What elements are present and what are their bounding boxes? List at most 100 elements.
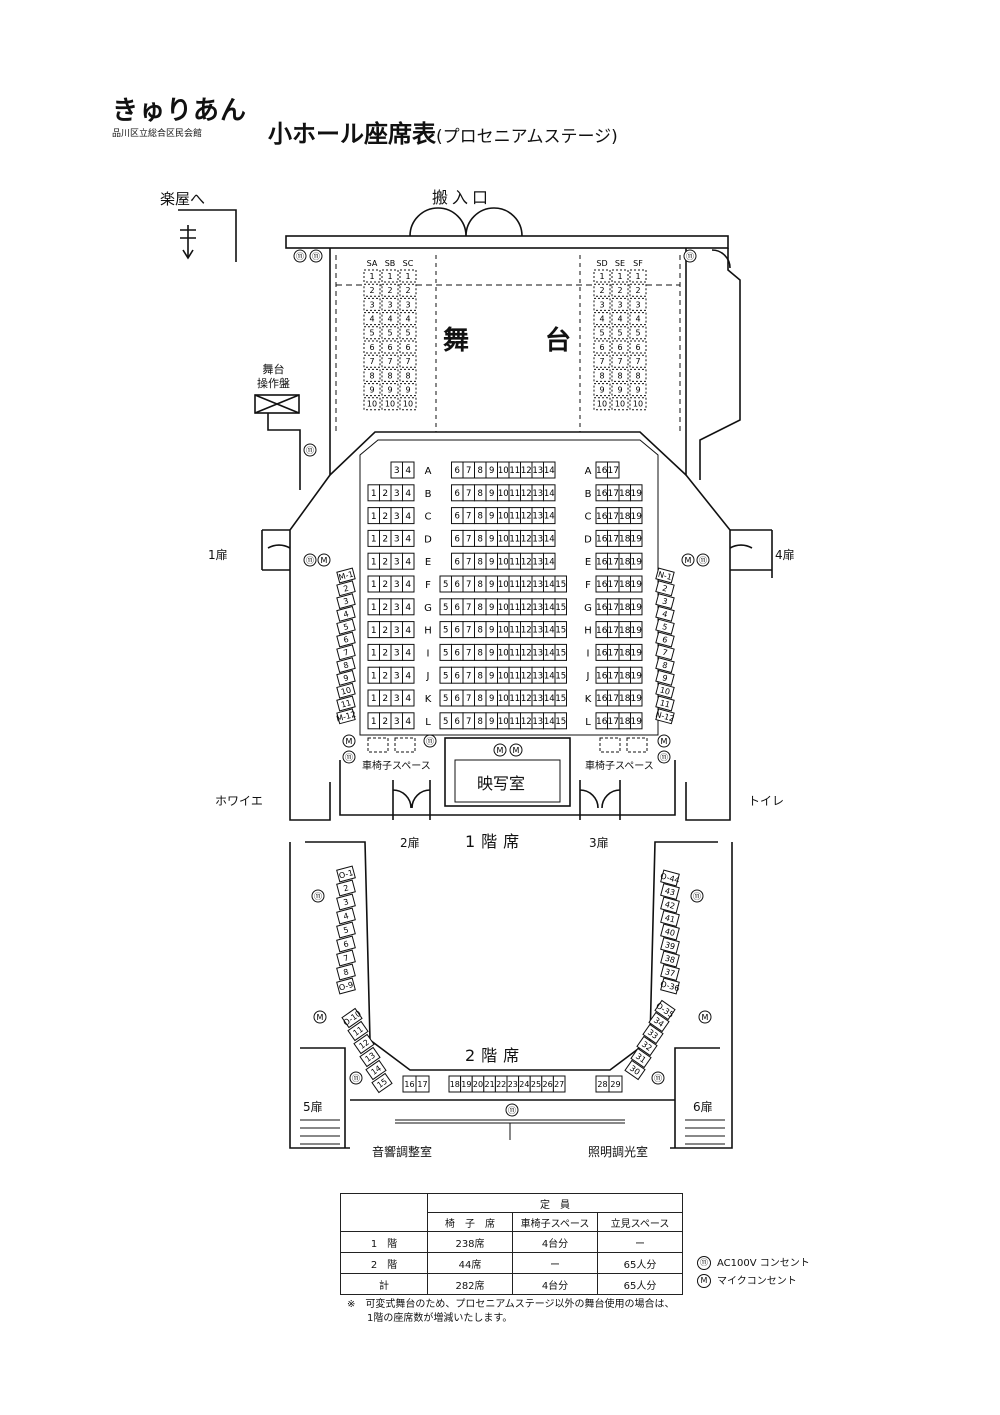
seat: 4 <box>402 666 415 684</box>
svg-text:6: 6 <box>405 343 410 352</box>
balcony-seat: 40 <box>660 923 680 941</box>
seat: 7 <box>462 643 475 661</box>
side-seat: 11 <box>655 695 675 712</box>
svg-text:19: 19 <box>631 717 643 727</box>
svg-text:5: 5 <box>661 622 668 632</box>
stage-seat: 2 <box>363 283 381 297</box>
ac-outlet-icon: ⑪ <box>349 1071 363 1085</box>
seat: 15 <box>554 689 567 707</box>
svg-text:8: 8 <box>405 371 410 380</box>
table-row: 1 階 238席 4台分 ー <box>340 1231 683 1253</box>
svg-text:⑪: ⑪ <box>686 252 694 261</box>
svg-text:9: 9 <box>489 717 494 727</box>
stage-seat: 1 <box>363 269 381 283</box>
stage-seat: 6 <box>611 340 629 354</box>
svg-text:⑪: ⑪ <box>426 737 434 746</box>
mic-outlet-icon: M <box>681 553 695 567</box>
svg-text:39: 39 <box>664 940 676 951</box>
svg-text:N-1: N-1 <box>657 570 673 582</box>
svg-text:28: 28 <box>597 1080 607 1089</box>
row-label: K <box>425 694 432 705</box>
balcony-seat: 30 <box>624 1059 646 1081</box>
svg-text:13: 13 <box>532 603 543 613</box>
row-label: A <box>425 466 432 477</box>
svg-text:9: 9 <box>635 385 640 394</box>
row-label: E <box>425 557 431 568</box>
seat: 14 <box>543 552 556 570</box>
stage-seat: 2 <box>399 283 417 297</box>
svg-text:10: 10 <box>498 717 509 727</box>
svg-text:1: 1 <box>371 694 377 704</box>
svg-text:17: 17 <box>608 603 619 613</box>
seat: 16 <box>595 507 608 525</box>
stage-seat: 4 <box>381 312 399 326</box>
seat: 13 <box>531 621 544 639</box>
seat: 18 <box>618 529 631 547</box>
balcony-seat: 43 <box>660 883 680 900</box>
side-seat: 3 <box>336 593 356 610</box>
svg-text:16: 16 <box>596 717 608 727</box>
seat: 19 <box>630 666 643 684</box>
seat: 7 <box>462 712 475 730</box>
seat: 4 <box>402 575 415 593</box>
svg-text:14: 14 <box>544 489 555 499</box>
svg-text:16: 16 <box>596 489 608 499</box>
seat: 16 <box>595 461 608 479</box>
seat: 6 <box>451 621 464 639</box>
svg-text:1: 1 <box>371 580 377 590</box>
balcony-seat: 7 <box>336 949 356 967</box>
seat: 3 <box>390 621 403 639</box>
seat: 7 <box>462 461 475 479</box>
svg-text:11: 11 <box>509 648 520 658</box>
seat: 11 <box>508 507 521 525</box>
stage-seat: 1 <box>593 269 611 283</box>
greenroom-label: 楽屋へ <box>160 190 206 208</box>
ac-outlet-icon: ⑪ <box>311 889 325 903</box>
svg-text:9: 9 <box>489 557 494 567</box>
seat: 4 <box>402 507 415 525</box>
svg-text:11: 11 <box>509 534 520 544</box>
svg-text:10: 10 <box>498 557 509 567</box>
stage-col-header: SA <box>367 259 378 268</box>
svg-text:4: 4 <box>405 557 411 567</box>
svg-text:18: 18 <box>619 512 631 522</box>
svg-text:9: 9 <box>387 385 392 394</box>
balcony-seat: 4 <box>336 907 356 925</box>
svg-text:3: 3 <box>617 300 622 309</box>
stage-seat: 7 <box>629 354 647 368</box>
svg-text:2: 2 <box>661 584 668 594</box>
balcony-seat: 24 <box>518 1075 531 1093</box>
seat: 8 <box>474 712 487 730</box>
svg-text:8: 8 <box>478 626 483 636</box>
svg-text:10: 10 <box>498 626 509 636</box>
svg-text:16: 16 <box>596 466 608 476</box>
title-paren: (プロセニアムステージ) <box>436 127 618 147</box>
side-seat: 5 <box>336 618 356 635</box>
svg-text:14: 14 <box>544 580 555 590</box>
svg-text:6: 6 <box>635 343 640 352</box>
side-seat: 11 <box>336 695 356 712</box>
seat: 13 <box>531 461 544 479</box>
stage-seat: 10 <box>593 397 611 411</box>
svg-text:4: 4 <box>405 603 411 613</box>
stage-seat: 7 <box>363 354 381 368</box>
svg-text:8: 8 <box>478 466 483 476</box>
seat: 1 <box>367 529 380 547</box>
svg-text:1: 1 <box>371 535 377 545</box>
svg-text:17: 17 <box>608 489 619 499</box>
seat: 10 <box>497 529 510 547</box>
seat: 19 <box>630 621 643 639</box>
stage-col-header: SC <box>403 259 414 268</box>
seat: 9 <box>485 575 498 593</box>
page-title: 小ホール座席表(プロセニアムステージ) <box>268 114 618 149</box>
svg-text:10: 10 <box>385 400 395 409</box>
svg-text:6: 6 <box>369 343 374 352</box>
seat: 17 <box>607 484 620 502</box>
seat: 10 <box>497 507 510 525</box>
ac-outlet-icon: ⑪ <box>651 1071 665 1085</box>
side-seat: 9 <box>655 669 675 686</box>
svg-text:6: 6 <box>455 603 460 613</box>
seat: 6 <box>451 529 464 547</box>
svg-text:16: 16 <box>596 512 608 522</box>
svg-text:1: 1 <box>405 272 410 281</box>
